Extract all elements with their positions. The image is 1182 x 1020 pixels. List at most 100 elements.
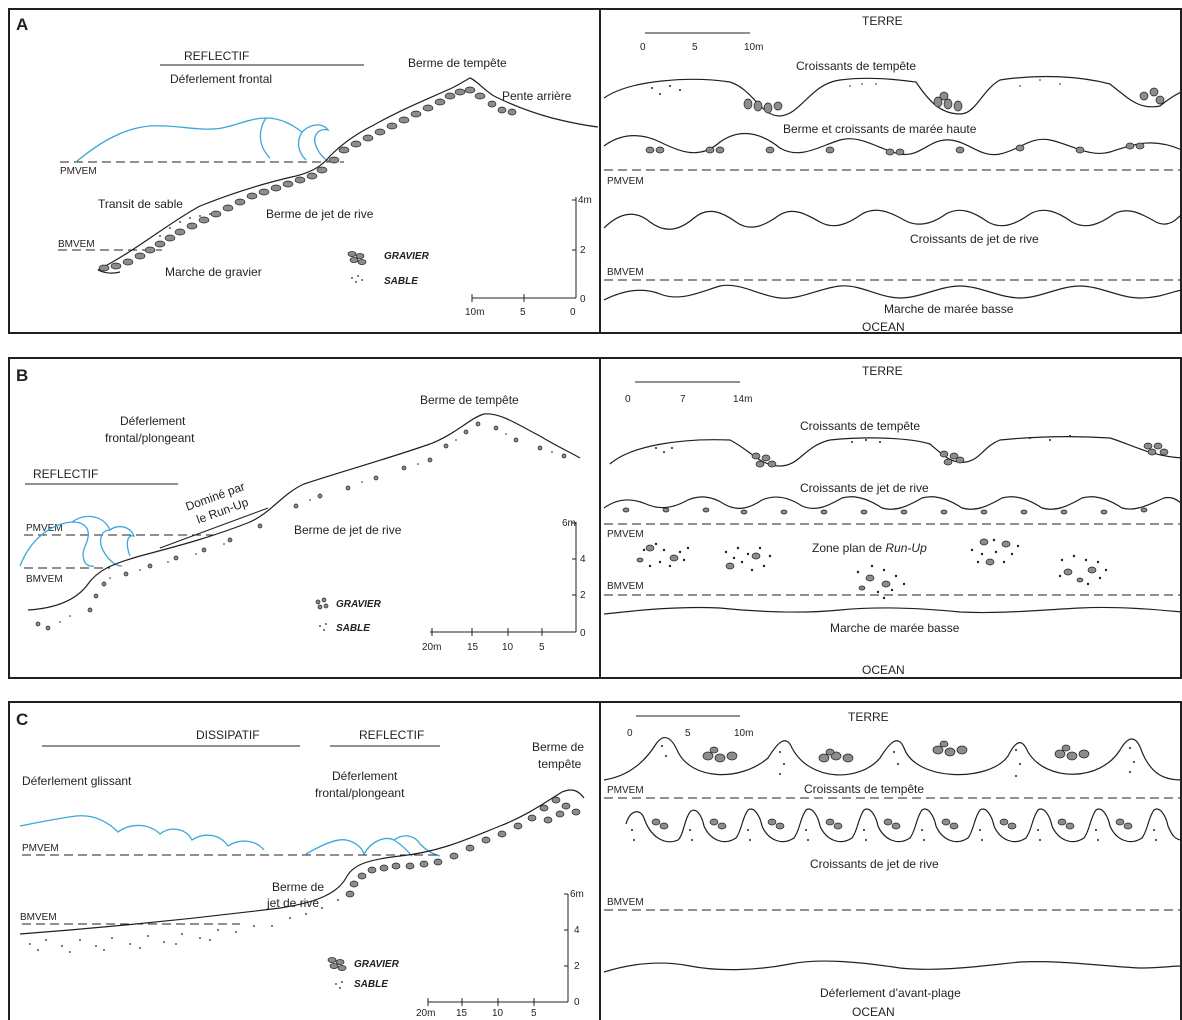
storm-cusp-gravel — [751, 442, 1169, 468]
mlws-label: BMVEM — [58, 239, 95, 250]
h-tick-10: 10m — [465, 307, 484, 318]
mlws-label: BMVEM — [607, 267, 644, 278]
runup-rule — [159, 507, 269, 549]
legend: GRAVIER SABLE — [347, 251, 430, 287]
scale-axes: 6m 4 2 0 20m 15 10 5 — [416, 889, 584, 1019]
low-tide-step-line — [603, 284, 1182, 301]
mlws-label: BMVEM — [26, 574, 63, 585]
panel-b-plan: TERRE 0 7 14m Croissants de tempête Croi… — [603, 364, 1182, 677]
land-label: TERRE — [862, 14, 903, 28]
feature3-label: Zone plan de Run-Up — [812, 541, 927, 555]
low-tide-step-line — [603, 606, 1182, 615]
regime-label: REFLECTIF — [33, 467, 98, 481]
gravel-legend-icon — [347, 251, 367, 265]
storm-cusp-sand — [655, 435, 1071, 453]
h-tick-5: 5 — [520, 307, 526, 318]
gravel-pebbles — [345, 796, 581, 898]
gravel-legend-label: GRAVIER — [354, 959, 400, 970]
feature1-label: Croissants de tempête — [796, 59, 916, 73]
scale-mid: 5 — [685, 728, 691, 739]
storm-cusp-sand — [661, 745, 1135, 777]
sand-dots — [29, 899, 339, 953]
scale-end: 10m — [734, 728, 753, 739]
scale-bar: 0 5 10m — [640, 32, 763, 53]
mlws-label: BMVEM — [607, 581, 644, 592]
feature3-label: Déferlement d’avant-plage — [820, 986, 961, 1000]
feature2-label: Croissants de jet de rive — [800, 481, 929, 495]
beach-profile — [19, 789, 585, 935]
scale-0: 0 — [625, 394, 631, 405]
panel-a-plan: TERRE 0 5 10m Croissants de tempête Berm… — [603, 14, 1182, 334]
panel-a-frame — [8, 8, 1182, 334]
plunging-breaker-label-1: Déferlement — [332, 769, 398, 783]
feature1-label: Croissants de tempête — [804, 782, 924, 796]
feature1-label: Croissants de tempête — [800, 419, 920, 433]
mhws-label: PMVEM — [60, 166, 97, 177]
scale-end: 10m — [744, 42, 763, 53]
sand-legend-label: SABLE — [336, 623, 370, 634]
step-profile — [97, 269, 121, 274]
mhws-label: PMVEM — [26, 523, 63, 534]
h-tick-15: 15 — [467, 642, 479, 653]
h-tick-5: 5 — [531, 1008, 537, 1019]
sand-dots — [59, 433, 553, 623]
scale-end: 14m — [733, 394, 752, 405]
breaker-label: Déferlement frontal — [170, 72, 272, 86]
mhws-label: PMVEM — [22, 843, 59, 854]
swash-berm-label: Berme de jet de rive — [266, 207, 374, 221]
ocean-label: OCEAN — [862, 663, 905, 677]
gravel-legend-label: GRAVIER — [384, 251, 430, 262]
legend: GRAVIER SABLE — [327, 957, 400, 990]
sand-legend-icon — [351, 275, 363, 283]
scale-0: 0 — [640, 42, 646, 53]
storm-cusp-gravel — [702, 740, 1090, 763]
runup-patch — [970, 538, 1020, 566]
panel-c-plan: TERRE 0 5 10m PMVEM Croissants de tempêt… — [603, 710, 1182, 1019]
panel-c-profile: DISSIPATIF REFLECTIF Déferlement glissan… — [19, 728, 585, 1019]
panel-b: B Déferlement frontal/plongeant REFLECTI… — [8, 357, 1182, 679]
mlws-label: BMVEM — [607, 897, 644, 908]
swash-cusp-sand — [631, 829, 1157, 841]
runup-label: Dominé par le Run-Up — [184, 479, 251, 526]
h-tick-20: 20m — [416, 1008, 435, 1019]
gravel-pebbles — [98, 86, 517, 272]
panel-a: A REFLECTIF Déferlement frontal Berme de… — [8, 8, 1182, 334]
sand-legend-icon — [335, 981, 343, 989]
v-tick-0: 0 — [574, 997, 580, 1008]
v-tick-2: 2 — [580, 245, 586, 256]
v-tick-4: 4 — [580, 554, 586, 565]
feature3-prefix: Zone plan de — [812, 541, 885, 555]
scale-0: 0 — [627, 728, 633, 739]
scale-mid: 7 — [680, 394, 686, 405]
legend: GRAVIER SABLE — [315, 597, 382, 634]
spilling-breaker-label: Déferlement glissant — [22, 774, 132, 788]
runup-zone-patches — [636, 538, 1108, 600]
storm-cusp-gravel — [743, 87, 1165, 114]
panel-c: C DISSIPATIF REFLECTIF Déferlement gliss… — [8, 701, 1182, 1020]
panel-b-profile: Déferlement frontal/plongeant REFLECTIF … — [19, 393, 586, 653]
h-tick-20: 20m — [422, 642, 441, 653]
v-tick-0: 0 — [580, 294, 586, 305]
swash-cusps-line — [603, 496, 1182, 510]
panel-a-letter: A — [16, 15, 28, 34]
ocean-label: OCEAN — [852, 1005, 895, 1019]
high-tide-cusp-gravel — [645, 142, 1145, 156]
scale-mid: 5 — [692, 42, 698, 53]
regime-label: REFLECTIF — [184, 49, 249, 63]
feature4-label: Marche de marée basse — [884, 302, 1014, 316]
v-tick-0: 0 — [580, 628, 586, 639]
gravel-legend-icon — [315, 597, 329, 610]
plunging-breaker-label-2: frontal/plongeant — [315, 786, 405, 800]
h-tick-15: 15 — [456, 1008, 468, 1019]
storm-berm-label: Berme de tempête — [420, 393, 519, 407]
feature2-label: Berme et croissants de marée haute — [783, 122, 977, 136]
storm-cusps-line — [603, 736, 1182, 781]
sand-legend-label: SABLE — [354, 979, 388, 990]
panel-b-letter: B — [16, 366, 28, 385]
sand-dots — [159, 213, 211, 237]
regime-label-dissipative: DISSIPATIF — [196, 728, 260, 742]
mhws-label: PMVEM — [607, 529, 644, 540]
panel-c-frame — [8, 701, 1182, 1020]
feature4-label: Marche de marée basse — [830, 621, 960, 635]
